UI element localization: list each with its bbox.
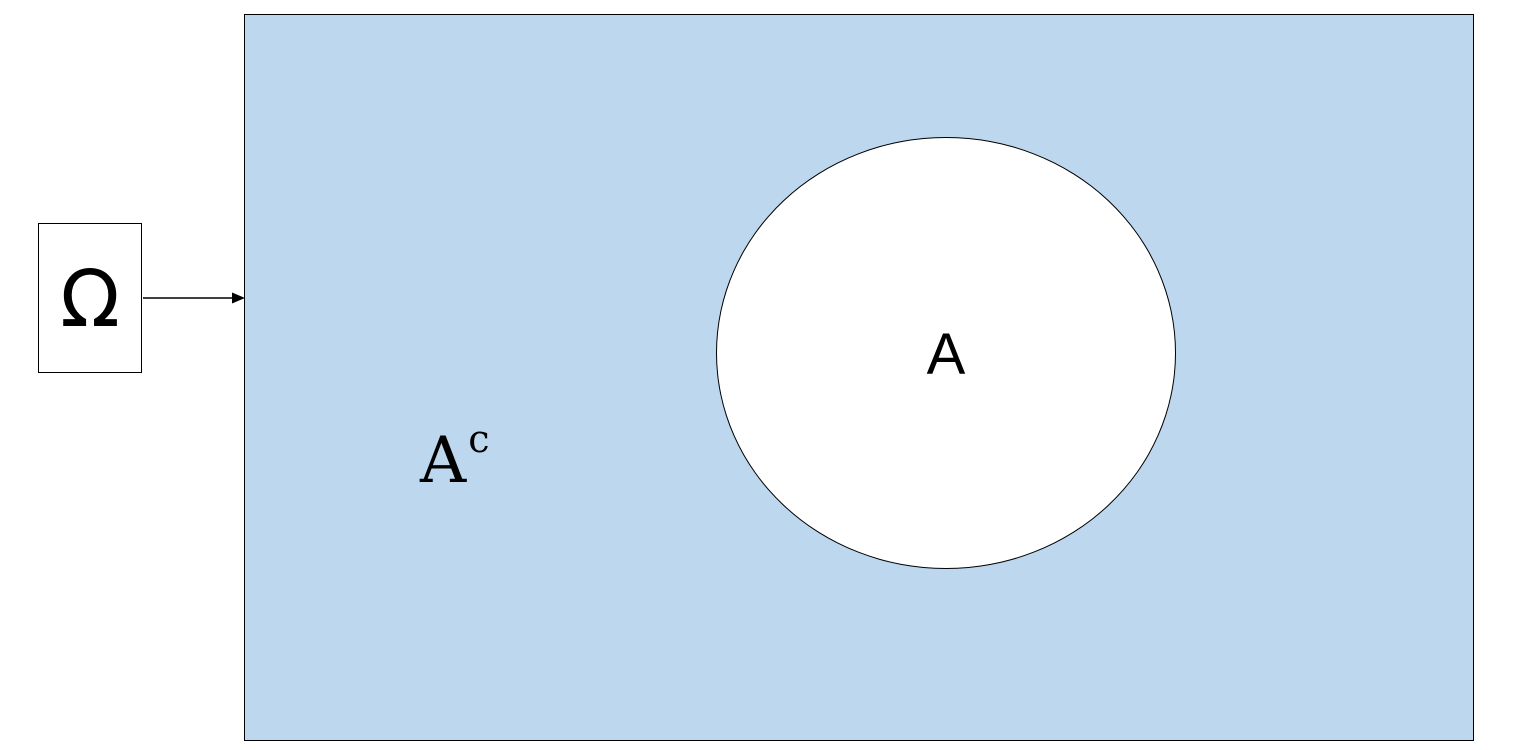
arrowhead-icon xyxy=(232,292,245,304)
set-a-circle xyxy=(716,137,1176,569)
complement-base-letter: A xyxy=(420,424,467,498)
sample-space-label-box: Ω xyxy=(38,223,142,373)
complement-superscript: c xyxy=(468,417,490,461)
set-a-label: A xyxy=(926,322,966,387)
complement-label: Ac xyxy=(420,420,490,493)
omega-symbol: Ω xyxy=(60,255,120,345)
